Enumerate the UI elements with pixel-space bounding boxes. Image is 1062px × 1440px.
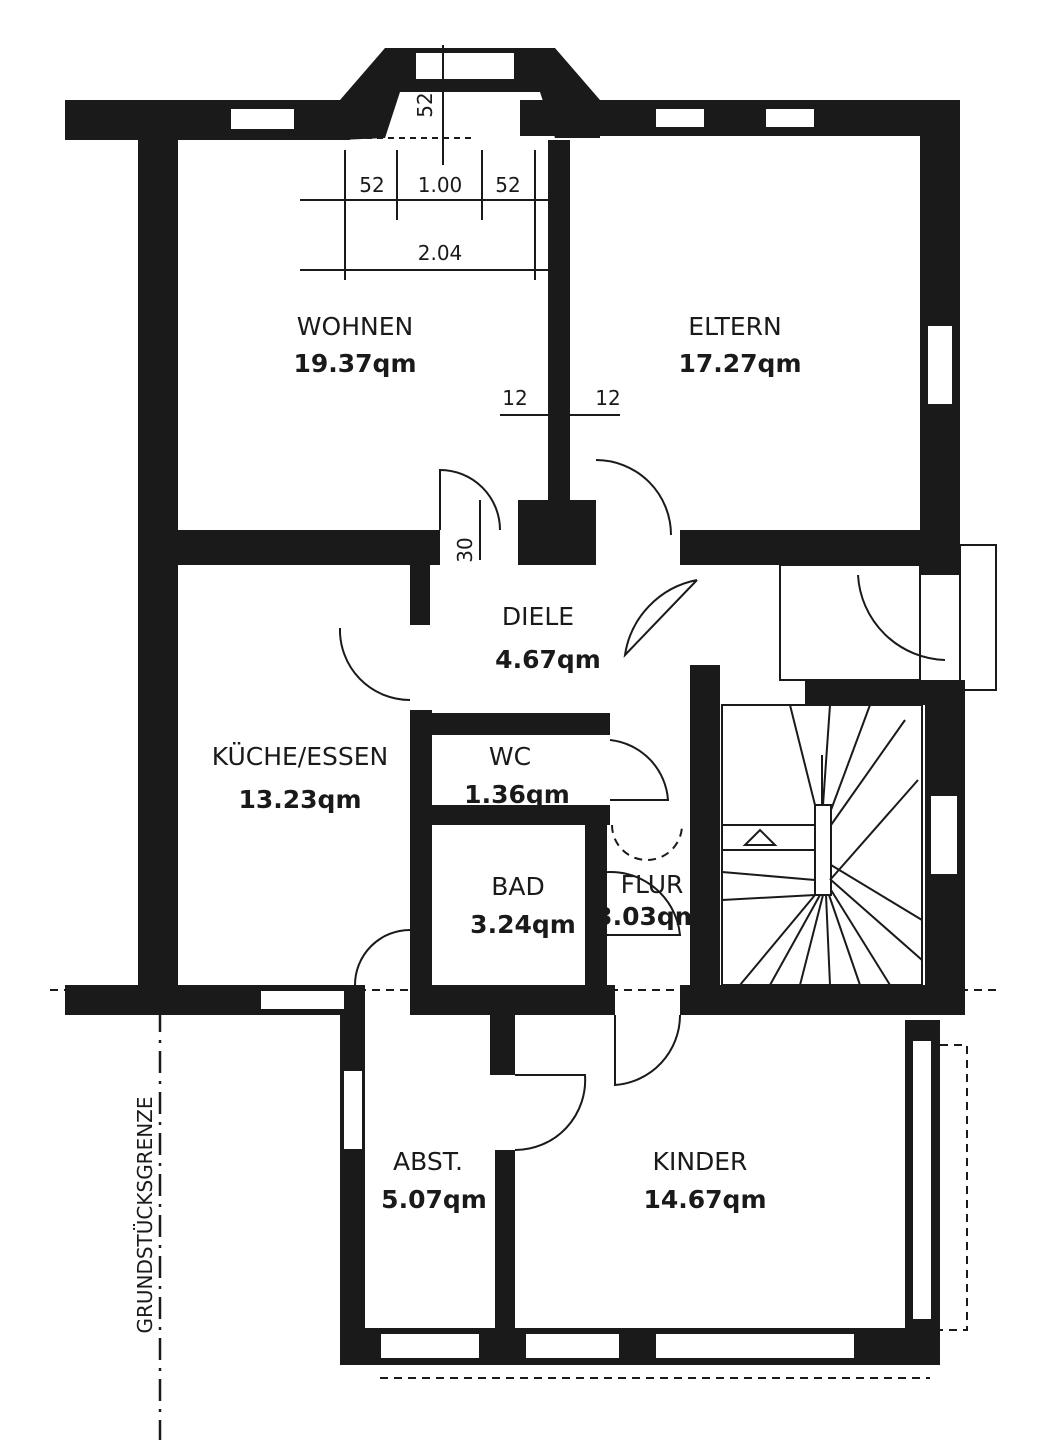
dim-wall-right: 12 <box>595 386 620 410</box>
room-wohnen: WOHNEN 19.37qm <box>293 312 416 378</box>
dim-bay-center: 1.00 <box>418 173 463 197</box>
room-area: 3.24qm <box>470 910 576 939</box>
room-kinder: KINDER 14.67qm <box>643 1147 766 1214</box>
room-area: 17.27qm <box>678 349 801 378</box>
room-eltern: ELTERN 17.27qm <box>678 312 801 378</box>
room-name: WC <box>489 742 531 771</box>
room-wc: WC 1.36qm <box>464 742 570 809</box>
room-name: KÜCHE/ESSEN <box>212 742 389 771</box>
windows <box>229 51 959 1360</box>
room-name: ELTERN <box>688 312 781 341</box>
balcony-outline-side <box>940 1044 968 1331</box>
dim-bay-right: 52 <box>495 173 520 197</box>
room-area: 14.67qm <box>643 1185 766 1214</box>
room-area: 3.03qm <box>595 902 701 931</box>
room-diele: DIELE 4.67qm <box>495 602 601 674</box>
property-boundary-label: GRUNDSTÜCKSGRENZE <box>133 1096 157 1333</box>
room-name: KINDER <box>653 1147 748 1176</box>
dim-bay-total: 2.04 <box>418 241 463 265</box>
room-area: 5.07qm <box>381 1185 487 1214</box>
room-name: DIELE <box>502 602 574 631</box>
room-name: BAD <box>491 872 545 901</box>
room-kueche-essen: KÜCHE/ESSEN 13.23qm <box>212 742 389 814</box>
room-flur: FLUR 3.03qm <box>595 870 701 931</box>
room-name: FLUR <box>621 870 684 899</box>
dimension-lines <box>300 45 620 560</box>
room-area: 19.37qm <box>293 349 416 378</box>
dim-bay-left: 52 <box>359 173 384 197</box>
doors <box>338 459 997 1152</box>
room-abstellraum: ABST. 5.07qm <box>381 1147 487 1214</box>
staircase <box>721 704 923 986</box>
room-area: 1.36qm <box>464 780 570 809</box>
room-area: 13.23qm <box>238 785 361 814</box>
dim-bay-depth: 52 <box>413 92 437 117</box>
room-area: 4.67qm <box>495 645 601 674</box>
dim-door-offset: 30 <box>453 537 477 562</box>
room-name: WOHNEN <box>297 312 413 341</box>
dim-wall-left: 12 <box>502 386 527 410</box>
room-bad: BAD 3.24qm <box>470 872 576 939</box>
room-name: ABST. <box>393 1147 463 1176</box>
